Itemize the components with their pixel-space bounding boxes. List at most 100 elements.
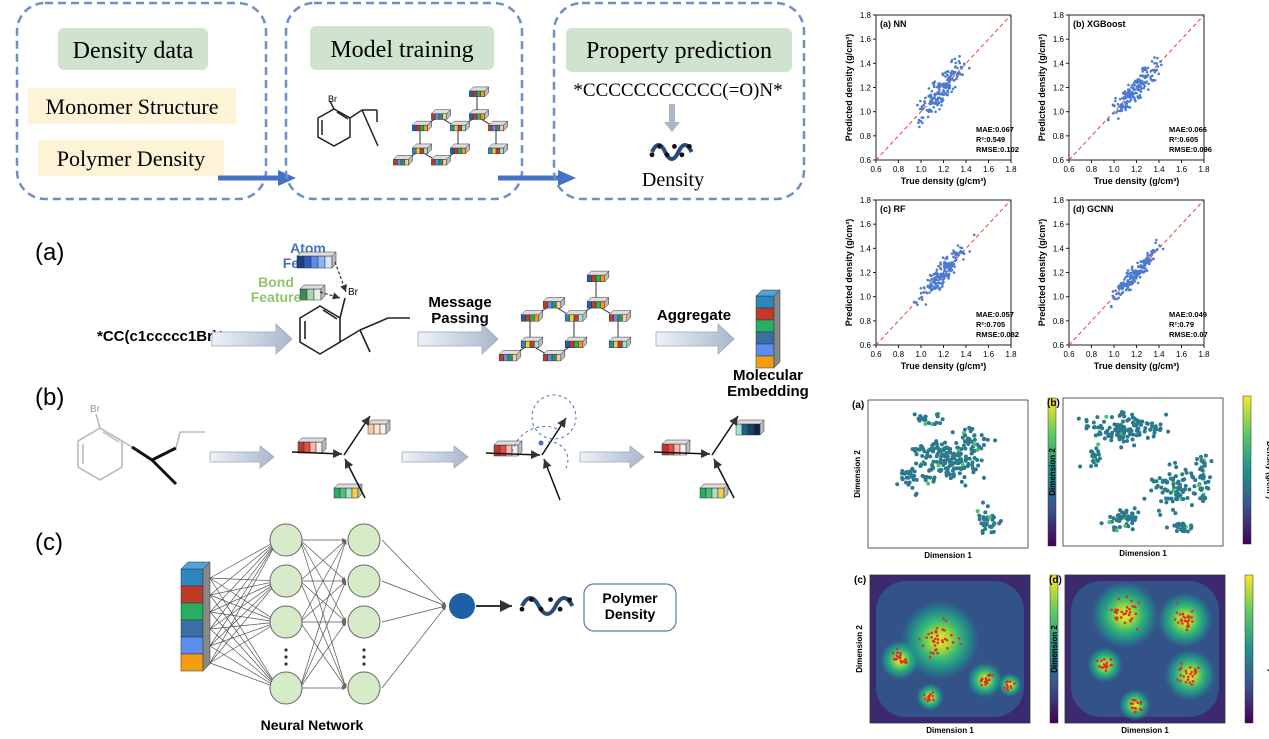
embedding-point xyxy=(931,441,936,446)
stage2-graph xyxy=(392,86,509,166)
sample-point xyxy=(931,694,935,698)
data-point xyxy=(946,89,949,92)
data-point xyxy=(1133,80,1137,84)
data-point xyxy=(927,87,931,90)
chain-bead xyxy=(679,152,685,158)
data-point xyxy=(929,102,933,105)
feature-vector xyxy=(468,86,490,98)
sample-point xyxy=(922,693,926,697)
sample-point xyxy=(1185,628,1189,632)
data-point xyxy=(920,298,924,301)
embedding-point xyxy=(982,436,987,441)
neural-network-label: Neural Network xyxy=(261,717,364,733)
vector-cell xyxy=(419,124,425,132)
nn-edge xyxy=(299,580,347,623)
colorbar-label: KDE Density xyxy=(1267,625,1269,674)
embedding-point xyxy=(1078,464,1083,469)
embedding-point xyxy=(1090,453,1095,458)
feature-vector xyxy=(586,296,610,309)
embedding-point xyxy=(1182,523,1187,528)
data-point xyxy=(937,88,941,91)
data-point xyxy=(1133,279,1137,283)
data-point xyxy=(1145,80,1148,83)
embedding-point xyxy=(1167,462,1172,467)
data-point xyxy=(936,91,940,95)
data-point xyxy=(1115,297,1119,301)
sample-point xyxy=(1178,613,1182,616)
data-point xyxy=(1152,257,1155,260)
workflow-arrow-2-head xyxy=(558,170,576,186)
panel-c-label: (c) xyxy=(35,529,63,556)
embedding-point xyxy=(952,456,957,461)
embedding-point xyxy=(985,517,990,522)
data-point xyxy=(1127,105,1130,109)
vector-side xyxy=(503,120,508,132)
sample-point xyxy=(1117,597,1121,601)
data-point xyxy=(926,278,929,282)
data-point xyxy=(935,268,939,272)
vector-cell xyxy=(404,159,409,166)
ellipsis-dot xyxy=(362,648,366,652)
data-point xyxy=(933,80,937,83)
embedding-point xyxy=(1108,514,1113,519)
embedding-point xyxy=(969,439,974,444)
data-point xyxy=(1113,297,1116,301)
sample-point xyxy=(991,674,994,677)
x-tick-label: 0.6 xyxy=(1063,165,1075,174)
data-point xyxy=(933,94,937,97)
embedding-point xyxy=(921,417,926,422)
vector-cell xyxy=(296,255,305,269)
embedding-point xyxy=(1095,458,1100,463)
panel-a-br: Br xyxy=(348,287,359,298)
sample-point xyxy=(1129,702,1133,705)
data-point xyxy=(1145,269,1149,272)
sample-point xyxy=(1179,679,1182,683)
panel-title: (d) xyxy=(1049,575,1062,586)
embedding-point xyxy=(1145,435,1150,440)
vector-cell xyxy=(434,113,440,120)
sample-point xyxy=(932,640,936,644)
embedding-point xyxy=(1136,510,1141,515)
stage1-title: Density data xyxy=(73,38,194,64)
vector-cell xyxy=(564,340,570,348)
vector-cell xyxy=(591,301,597,309)
nn-edge xyxy=(209,580,279,647)
sample-point xyxy=(1191,680,1195,683)
text-line: Molecular xyxy=(733,367,803,384)
panel-b-feature-vectors xyxy=(297,419,765,499)
data-point xyxy=(958,55,961,58)
data-point xyxy=(928,279,932,282)
vector-cell xyxy=(315,441,323,454)
vector-side xyxy=(560,296,566,309)
embedding-point xyxy=(1164,488,1169,493)
nn-edge xyxy=(209,611,279,689)
data-point xyxy=(1112,104,1116,108)
sample-point xyxy=(1179,662,1183,665)
data-point xyxy=(1114,289,1117,293)
data-point xyxy=(929,288,933,292)
vector-cell xyxy=(569,314,575,322)
sample-point xyxy=(1139,702,1143,706)
data-point xyxy=(939,261,942,264)
x-axis-label: True density (g/cm³) xyxy=(1094,361,1180,371)
embedding-point xyxy=(1160,490,1165,495)
vector-cell xyxy=(578,340,584,348)
vector-cell xyxy=(617,340,623,348)
sample-point xyxy=(1096,659,1099,663)
data-point xyxy=(933,101,937,105)
data-point xyxy=(1119,293,1122,297)
embedding-point xyxy=(918,414,923,419)
nn-edge xyxy=(209,539,279,630)
data-point xyxy=(1114,99,1117,103)
nn-edge xyxy=(209,662,279,689)
data-point xyxy=(1137,88,1141,91)
embedding-point xyxy=(997,521,1002,526)
data-point xyxy=(918,107,922,111)
embedding-point xyxy=(1109,438,1114,443)
data-point xyxy=(937,264,940,268)
vector-cell xyxy=(310,255,319,269)
data-point xyxy=(929,94,932,98)
embedding-point xyxy=(1094,463,1099,468)
